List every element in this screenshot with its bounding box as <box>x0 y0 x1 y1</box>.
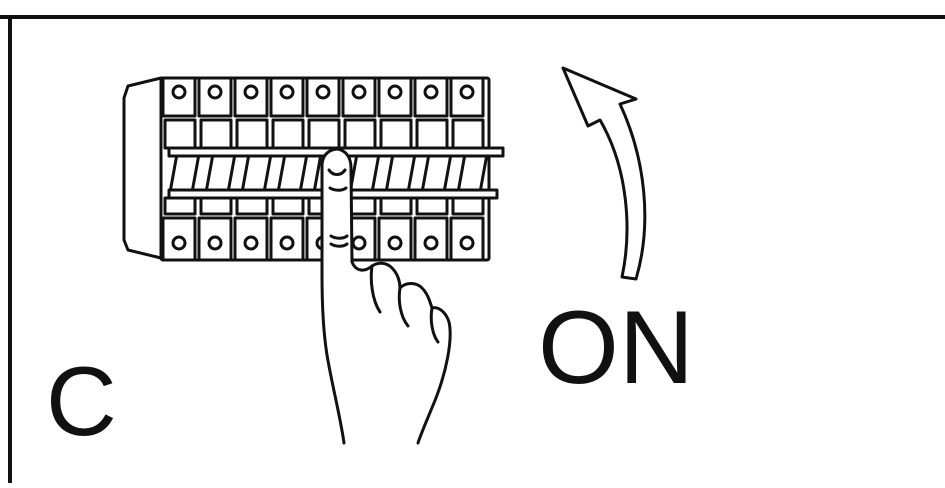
index-knuckle-crease-1 <box>328 186 348 192</box>
breaker-upper-cover <box>235 118 269 150</box>
breaker-bottom-screw <box>279 235 295 251</box>
breaker-top-screw <box>279 84 295 100</box>
hand-outline <box>320 147 452 445</box>
panel-frame <box>0 15 945 483</box>
breaker-lower-cover <box>415 196 449 216</box>
breaker-top-terminal-block <box>269 76 305 118</box>
pointing-hand-icon <box>320 147 452 445</box>
breaker-top-screw <box>315 84 331 100</box>
breaker-upper-cover <box>199 118 233 150</box>
breaker-bottom-screw <box>171 235 187 251</box>
breaker-bottom-screw <box>423 235 439 251</box>
breaker-bottom-screw <box>243 235 259 251</box>
breaker-top-screw <box>243 84 259 100</box>
pinky-finger-edge <box>429 306 440 344</box>
breaker-lower-cover <box>235 196 269 216</box>
breaker-top-screw <box>387 84 403 100</box>
breaker-bottom-screw <box>207 235 223 251</box>
breaker-top-screw <box>423 84 439 100</box>
ring-finger-edge <box>397 286 410 328</box>
index-fingernail <box>327 168 347 176</box>
breaker-bottom-terminal-block <box>413 216 449 262</box>
breaker-upper-cover <box>271 118 305 150</box>
breaker-upper-cover <box>415 118 449 150</box>
breaker-bottom-screw <box>459 235 475 251</box>
breaker-lower-cover <box>379 196 413 216</box>
breaker-top-screw <box>207 84 223 100</box>
curved-up-arrow-icon <box>561 66 647 281</box>
breaker-lower-cover <box>199 196 233 216</box>
breaker-top-screw <box>171 84 187 100</box>
breaker-upper-cover <box>379 118 413 150</box>
breaker-upper-cover <box>343 118 377 150</box>
breaker-lower-cover <box>451 196 485 216</box>
on-label: ON <box>538 290 694 406</box>
middle-finger-edge <box>369 264 382 314</box>
breaker-upper-cover <box>307 118 341 150</box>
breaker-bottom-screw <box>351 235 367 251</box>
index-knuckle-crease-3 <box>329 242 349 248</box>
index-knuckle-crease-2 <box>329 234 349 240</box>
breaker-side-flange <box>122 76 163 260</box>
breaker-lower-cover <box>163 196 197 216</box>
step-label: C <box>46 346 117 456</box>
breaker-upper-cover <box>451 118 485 150</box>
circuit-breaker-icon <box>122 76 505 262</box>
breaker-bottom-screw <box>387 235 403 251</box>
breaker-top-screw <box>459 84 475 100</box>
breaker-lower-cover <box>271 196 305 216</box>
breaker-top-screw <box>351 84 367 100</box>
breaker-upper-cover <box>163 118 197 150</box>
